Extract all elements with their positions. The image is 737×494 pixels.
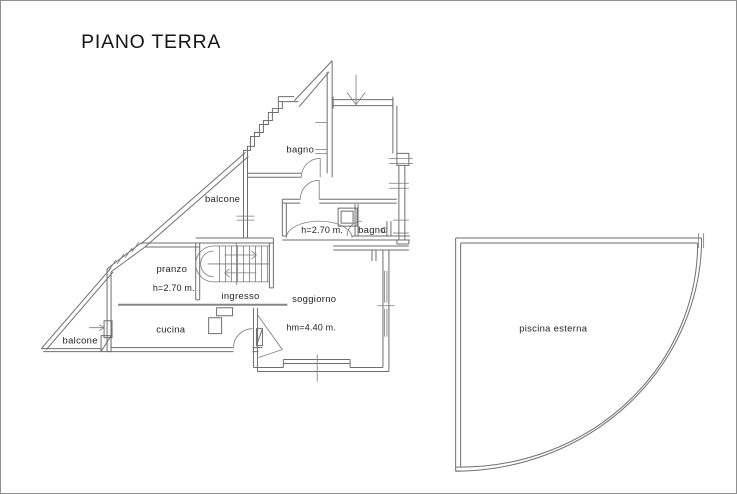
- balcone-lower-walls: [40, 267, 114, 353]
- soggiorno-walls: [252, 249, 395, 382]
- fixture: [337, 207, 358, 227]
- window-hatch: [108, 241, 140, 271]
- door-swing-triangle: [257, 314, 283, 358]
- wall-niche: [103, 320, 113, 339]
- counter: [216, 307, 234, 317]
- pool-outline: [455, 233, 705, 472]
- entrance-arrow-icon: [346, 74, 366, 106]
- window: [376, 270, 395, 337]
- window: [100, 335, 112, 353]
- window-arrow: [89, 324, 105, 332]
- room-label-bagno-right: bagno: [358, 225, 386, 236]
- stair-arrow-down: [224, 268, 257, 278]
- window-tick: [392, 219, 409, 234]
- door-arc: [233, 328, 253, 348]
- height-label-pranzo: h=2.70 m.: [153, 283, 195, 293]
- room-label-balcone-upper: balcone: [205, 194, 240, 205]
- window-tick: [236, 215, 255, 221]
- door-arc: [300, 157, 321, 178]
- bagno-top-walls: [236, 96, 321, 239]
- central-block-walls: [281, 179, 410, 261]
- room-label-soggiorno: soggiorno: [292, 294, 336, 305]
- upper-right-room-walls: [293, 60, 413, 245]
- stair-arrow-up: [224, 250, 257, 260]
- fixture: [208, 317, 223, 335]
- window-tick: [388, 157, 413, 164]
- height-label-soggiorno: hm=4.40 m.: [286, 323, 336, 333]
- stairs: [195, 237, 274, 301]
- door-arc: [346, 220, 363, 237]
- room-label-pranzo: pranzo: [156, 264, 187, 275]
- room-label-bagno-top: bagno: [286, 144, 314, 155]
- stair-treads: [219, 246, 268, 282]
- arched-opening: [285, 220, 353, 239]
- room-label-balcone-lower: balcone: [63, 336, 98, 347]
- room-label-cucina: cucina: [156, 325, 186, 336]
- height-label-central: h=2.70 m.: [301, 225, 343, 235]
- page-title: PIANO TERRA: [81, 31, 221, 53]
- room-label-piscina: piscina esterna: [519, 324, 588, 335]
- window-tick: [388, 182, 409, 189]
- room-label-ingresso: ingresso: [221, 291, 259, 302]
- balcone-upper-walls: [140, 152, 249, 248]
- pranzo-walls: [89, 241, 288, 352]
- door-arc: [299, 179, 320, 200]
